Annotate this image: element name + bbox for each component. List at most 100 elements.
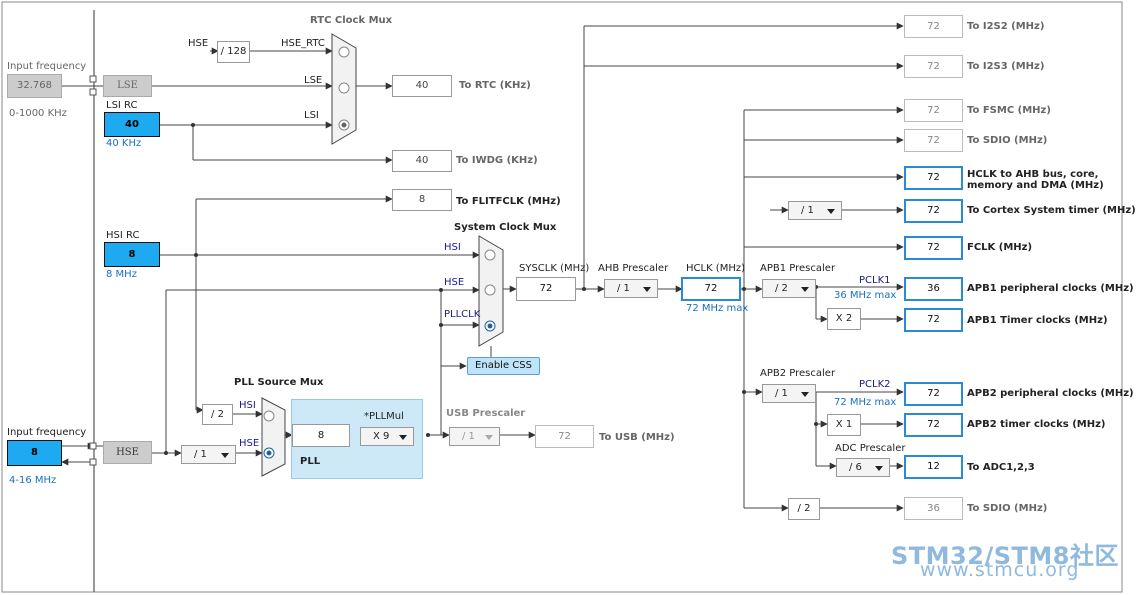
sysclk-mux-hse-label: HSE [444,277,465,288]
chevron-down-icon [827,208,835,214]
apb2-prescaler-label: APB2 Prescaler [760,368,836,379]
apb1-timer-mul-box: X 2 [827,308,861,330]
adc-prescaler-select[interactable]: / 6 [836,458,890,477]
apb2-max: 72 MHz max [834,397,897,408]
apb1-timer-value-box: 72 [904,308,963,332]
pclk1-label: PCLK1 [859,275,891,286]
chevron-down-icon [399,434,407,440]
hsi-div2-box: / 2 [202,404,233,425]
apb1-prescaler-select[interactable]: / 2 [762,279,816,298]
cortex-destination: To Cortex System timer (MHz) [967,205,1136,216]
apb2-peripheral-value-box: 72 [904,382,963,406]
adc-value-box: 12 [904,455,963,479]
apb1-peripheral-value-box: 36 [904,277,963,301]
hclk-ahb-destination-line2: memory and DMA (MHz) [967,180,1104,191]
enable-css-button[interactable]: Enable CSS [467,357,540,375]
rtc-value-box: 40 [392,75,452,97]
chevron-down-icon [801,286,809,292]
fclk-destination: FCLK (MHz) [967,242,1033,253]
flitf-value-box: 8 [392,189,452,211]
lsi-wire-label: LSI [304,110,319,121]
usb-prescaler-select[interactable]: / 1 [449,427,500,446]
hclk-value-field[interactable]: 72 [681,277,741,301]
i2s2-destination: To I2S2 (MHz) [967,21,1045,32]
cortex-value-box: 72 [904,199,963,223]
iwdg-value-box: 40 [392,150,452,172]
ahb-prescaler-value: / 1 [617,283,630,294]
sdio-value-box: 72 [904,129,963,152]
usb-value-box: 72 [535,425,594,448]
lse-block[interactable]: LSE [103,75,152,97]
hse-frequency-range: 4-16 MHz [9,475,57,486]
apb1-peripheral-destination: APB1 peripheral clocks (MHz) [967,283,1134,294]
apb1-timer-destination: APB1 Timer clocks (MHz) [967,315,1108,326]
rtc-hse-label: HSE [188,38,209,49]
apb2-timer-destination: APB2 timer clocks (MHz) [967,419,1106,430]
adc-prescaler-value: / 6 [849,462,862,473]
sdio2-div-box: / 2 [788,498,820,520]
adc-destination: To ADC1,2,3 [967,462,1035,473]
iwdg-destination: To IWDG (KHz) [456,155,538,166]
hclk-label: HCLK (MHz) [686,263,746,274]
chevron-down-icon [221,452,229,458]
system-clock-mux[interactable] [478,235,504,347]
apb2-peripheral-destination: APB2 peripheral clocks (MHz) [967,388,1134,399]
hclk-ahb-destination-line1: HCLK to AHB bus, core, [967,169,1099,180]
pll-title: PLL [300,456,321,467]
sdio-destination: To SDIO (MHz) [967,135,1048,146]
apb2-prescaler-value: / 1 [775,388,788,399]
usb-destination: To USB (MHz) [599,432,675,443]
lse-input-frequency-label: Input frequency [7,61,87,72]
apb2-timer-mul-box: X 1 [827,414,861,436]
rtc-mux-title: RTC Clock Mux [310,15,393,26]
pll-mul-select[interactable]: X 9 [360,427,414,446]
adc-prescaler-label: ADC Prescaler [835,443,906,454]
pll-source-hse-label: HSE [239,438,260,449]
pll-mul-value: X 9 [373,431,390,442]
cortex-prescaler-value: / 1 [801,205,814,216]
lsi-rc-value[interactable]: 40 [104,112,160,137]
hsi-rc-title: HSI RC [106,230,140,241]
sysclk-mux-pllclk-label: PLLCLK [444,309,481,320]
pll-mul-label: *PLLMul [364,411,404,422]
sysclk-mux-hsi-label: HSI [444,242,461,253]
hse-block[interactable]: HSE [103,441,152,464]
chevron-down-icon [801,391,809,397]
lsi-frequency: 40 KHz [106,138,142,149]
flitf-destination: To FLITFCLK (MHz) [456,196,561,207]
apb2-timer-value-box: 72 [904,413,963,437]
pll-source-mux[interactable] [261,397,286,477]
lse-frequency-range: 0-1000 KHz [9,108,67,119]
pclk2-label: PCLK2 [859,379,891,390]
watermark-url: www.stmcu.org [920,559,1080,581]
hse-input-frequency-label: Input frequency [7,427,87,438]
hsi-rc-value[interactable]: 8 [104,242,160,267]
apb2-prescaler-select[interactable]: / 1 [762,384,816,403]
hse-input-frequency-field[interactable]: 8 [7,440,62,466]
cortex-prescaler-select[interactable]: / 1 [788,201,842,220]
sdio2-value-box: 36 [904,497,963,520]
apb1-max: 36 MHz max [834,290,897,301]
chevron-down-icon [643,286,651,292]
hse-rtc-label: HSE_RTC [281,38,325,49]
rtc-div128-box: / 128 [217,41,250,63]
apb1-prescaler-value: / 2 [775,283,788,294]
ahb-prescaler-label: AHB Prescaler [598,263,669,274]
system-clock-mux-title: System Clock Mux [454,222,557,233]
hclk-max: 72 MHz max [686,303,749,314]
hse-prediv-value: / 1 [194,449,207,460]
rtc-clock-mux[interactable] [331,33,357,145]
hse-prediv-select[interactable]: / 1 [181,445,236,464]
hsi-frequency: 8 MHz [106,269,137,280]
chevron-down-icon [485,434,493,440]
lse-input-frequency-field[interactable]: 32.768 [7,74,62,98]
fsmc-value-box: 72 [904,99,963,122]
usb-prescaler-value: / 1 [462,431,475,442]
fsmc-destination: To FSMC (MHz) [967,105,1051,116]
ahb-prescaler-select[interactable]: / 1 [604,279,658,298]
lsi-rc-title: LSI RC [106,100,138,111]
sysclk-label: SYSCLK (MHz) [519,263,590,274]
rtc-destination: To RTC (KHz) [459,80,531,91]
lse-wire-label: LSE [304,75,323,86]
